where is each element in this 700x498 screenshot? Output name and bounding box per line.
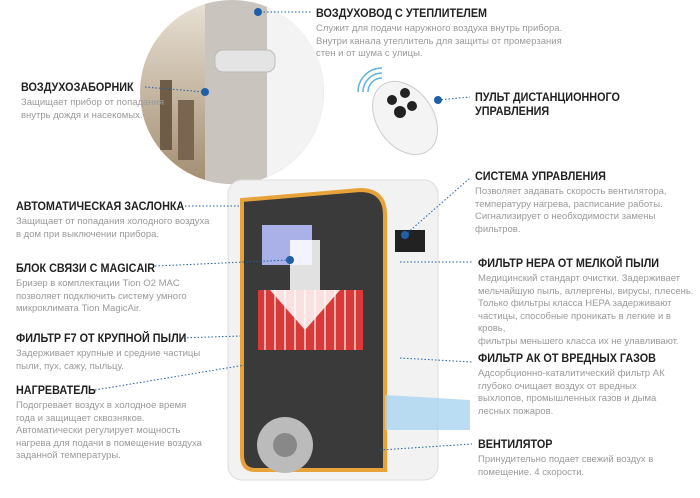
callout-heater: НАГРЕВАТЕЛЬ Подогревает воздух в холодно… — [16, 383, 202, 463]
callout-ak-filter: ФИЛЬТР АК ОТ ВРЕДНЫХ ГАЗОВ Адсорбционно-… — [478, 351, 676, 418]
callout-title: ФИЛЬТР АК ОТ ВРЕДНЫХ ГАЗОВ — [478, 351, 656, 365]
callout-title: ВОЗДУХОЗАБОРНИК — [21, 80, 134, 94]
callout-title: СИСТЕМА УПРАВЛЕНИЯ — [475, 169, 606, 183]
callout-title: БЛОК СВЯЗИ С MAGICAIR — [16, 261, 156, 275]
callout-desc: Адсорбционно-каталитический фильтр АК гл… — [478, 368, 665, 417]
callout-intake: ВОЗДУХОЗАБОРНИК Защищает прибор от попад… — [21, 80, 164, 122]
callout-remote: ПУЛЬТ ДИСТАНЦИОННОГО УПРАВЛЕНИЯ — [475, 90, 636, 118]
callout-desc: Защищает от попадания холодного воздуха … — [16, 216, 210, 240]
callout-control-system: СИСТЕМА УПРАВЛЕНИЯ Позволяет задавать ск… — [475, 169, 667, 236]
callout-desc: Бризер в комплектации Tion O2 MAC позвол… — [16, 278, 187, 315]
wall-cutaway — [140, 0, 324, 184]
remote-control-image — [357, 67, 438, 155]
callout-desc: Задерживает крупные и средние частицы пы… — [16, 348, 201, 372]
callout-hepa-filter: ФИЛЬТР HEPA ОТ МЕЛКОЙ ПЫЛИ Медицинский с… — [478, 256, 700, 349]
callout-title: ПУЛЬТ ДИСТАНЦИОННОГО УПРАВЛЕНИЯ — [475, 90, 620, 118]
callout-magicair: БЛОК СВЯЗИ С MAGICAIR Бризер в комплекта… — [16, 261, 187, 316]
callout-title: ФИЛЬТР F7 ОТ КРУПНОЙ ПЫЛИ — [16, 331, 187, 345]
callout-damper: АВТОМАТИЧЕСКАЯ ЗАСЛОНКА Защищает от попа… — [16, 199, 209, 241]
leader-dots — [201, 8, 442, 264]
callout-title: ВОЗДУХОВОД С УТЕПЛИТЕЛЕМ — [316, 6, 488, 20]
callout-title: АВТОМАТИЧЕСКАЯ ЗАСЛОНКА — [16, 199, 185, 213]
callout-title: ФИЛЬТР HEPA ОТ МЕЛКОЙ ПЫЛИ — [478, 256, 660, 270]
callout-desc: Защищает прибор от попадания внутрь дожд… — [21, 97, 165, 121]
callout-desc: Принудительно подает свежий воздух в пом… — [478, 454, 654, 478]
callout-desc: Позволяет задавать скорость вентилятора,… — [475, 186, 667, 235]
callout-desc: Служит для подачи наружного воздуха внут… — [316, 23, 563, 60]
callout-fan: ВЕНТИЛЯТОР Принудительно подает свежий в… — [478, 437, 653, 479]
breather-device — [227, 179, 470, 481]
leader-lines — [94, 11, 473, 451]
callout-duct: ВОЗДУХОВОД С УТЕПЛИТЕЛЕМ Служит для пода… — [316, 6, 562, 61]
callout-title: ВЕНТИЛЯТОР — [478, 437, 553, 451]
callout-f7-filter: ФИЛЬТР F7 ОТ КРУПНОЙ ПЫЛИ Задерживает кр… — [16, 331, 205, 373]
callout-desc: Медицинский стандарт очистки. Задерживае… — [478, 273, 694, 347]
callout-desc: Подогревает воздух в холодное время года… — [16, 400, 202, 462]
callout-title: НАГРЕВАТЕЛЬ — [16, 383, 96, 397]
